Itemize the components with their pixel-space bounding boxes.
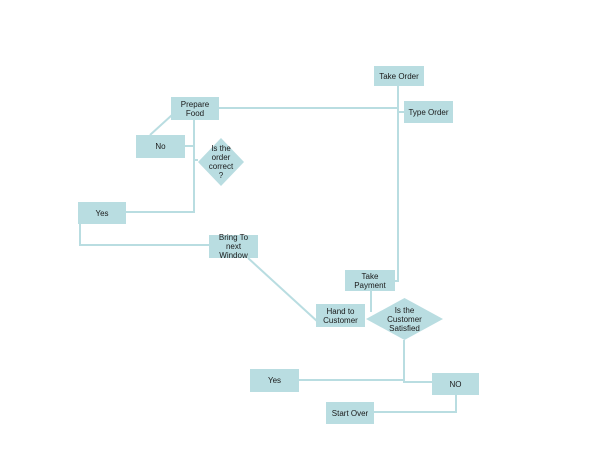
connector-bring-window-hand	[247, 257, 319, 323]
order-correct-label: Is the order correct ?	[208, 144, 234, 180]
hand-to-customer-box: Hand to Customer	[316, 304, 365, 327]
yes-box-top: Yes	[78, 202, 126, 224]
no-box-bottom: NO	[432, 373, 479, 395]
connector-yes-bring-window	[79, 224, 209, 246]
connector-satisfied-no	[403, 340, 432, 383]
connector-no-prepare-food	[149, 114, 173, 136]
take-order-box: Take Order	[374, 66, 424, 86]
connector-no-start-over	[374, 395, 457, 413]
connector-trunk-take-payment	[395, 86, 399, 282]
customer-satisfied-label: Is the Customer Satisfied	[387, 305, 422, 333]
type-order-box: Type Order	[404, 101, 453, 123]
customer-satisfied-decision: Is the Customer Satisfied	[366, 298, 443, 340]
order-correct-decision: Is the order correct ?	[198, 138, 244, 186]
prepare-food-box: Prepare Food	[171, 97, 219, 120]
no-box-top: No	[136, 135, 185, 158]
connector-prepare-food-yes	[126, 120, 195, 213]
decision-diamond-shape	[198, 138, 244, 186]
start-over-box: Start Over	[326, 402, 374, 424]
decision-diamond-shape	[366, 298, 443, 340]
take-payment-box: Take Payment	[345, 270, 395, 291]
yes-box-bottom: Yes	[250, 369, 299, 392]
bring-next-window-box: Bring To next Window	[209, 233, 258, 260]
